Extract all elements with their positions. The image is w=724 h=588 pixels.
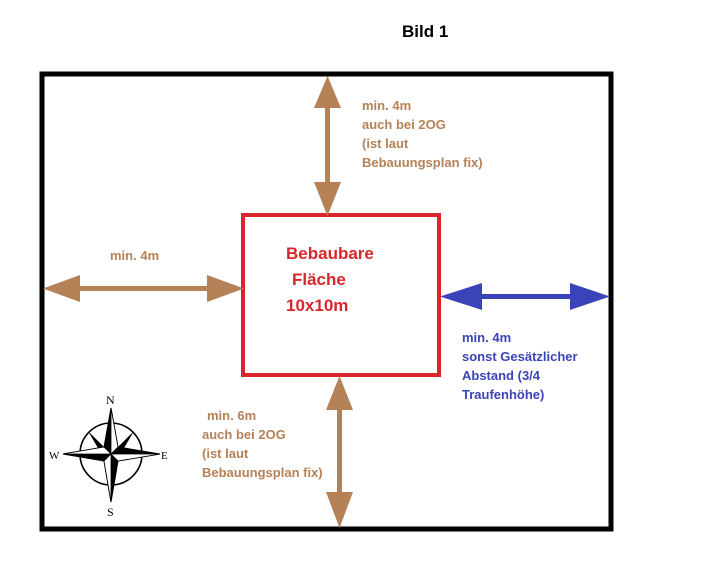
figure-title: Bild 1: [402, 22, 449, 41]
compass-east-label: E: [161, 450, 168, 462]
bottom-distance-line3: (ist laut: [202, 446, 249, 461]
left-distance-arrow: [43, 275, 244, 302]
buildable-area-boundary: [241, 213, 441, 377]
top-distance-line1: min. 4m: [362, 98, 412, 113]
bottom-distance-arrow: [326, 376, 353, 528]
bottom-distance-line1: min. 6m: [207, 408, 257, 423]
buildable-area-line2: Fläche: [292, 270, 346, 289]
bottom-distance-label: min. 6m auch bei 2OG (ist laut Bebauungs…: [202, 406, 323, 482]
right-distance-label: min. 4m sonst Gesätzlicher Abstand (3/4 …: [462, 328, 578, 404]
buildable-area-line1: Bebaubare: [286, 244, 374, 263]
right-distance-line2: sonst Gesätzlicher: [462, 349, 578, 364]
bottom-distance-line4: Bebauungsplan fix): [202, 465, 323, 480]
compass-south-label: S: [107, 505, 114, 519]
top-distance-line3: (ist laut: [362, 136, 409, 151]
compass-west-label: W: [49, 450, 60, 462]
top-distance-line4: Bebauungsplan fix): [362, 155, 483, 170]
left-distance-line1: min. 4m: [110, 248, 160, 263]
plot-boundary: [39, 71, 614, 532]
buildable-area-label: Bebaubare Fläche 10x10m: [286, 241, 374, 319]
right-distance-line1: min. 4m: [462, 330, 512, 345]
top-distance-line2: auch bei 2OG: [362, 117, 446, 132]
right-distance-arrow: [440, 283, 610, 310]
bottom-distance-line2: auch bei 2OG: [202, 427, 286, 442]
right-distance-line3: Abstand (3/4: [462, 368, 541, 383]
compass-rose-icon: [62, 407, 161, 503]
left-distance-label: min. 4m: [110, 246, 159, 265]
compass-north-label: N: [106, 393, 115, 407]
top-distance-arrow: [314, 76, 341, 216]
right-distance-line4: Traufenhöhe): [462, 387, 545, 402]
buildable-area-line3: 10x10m: [286, 296, 349, 315]
top-distance-label: min. 4m auch bei 2OG (ist laut Bebauungs…: [362, 96, 483, 172]
